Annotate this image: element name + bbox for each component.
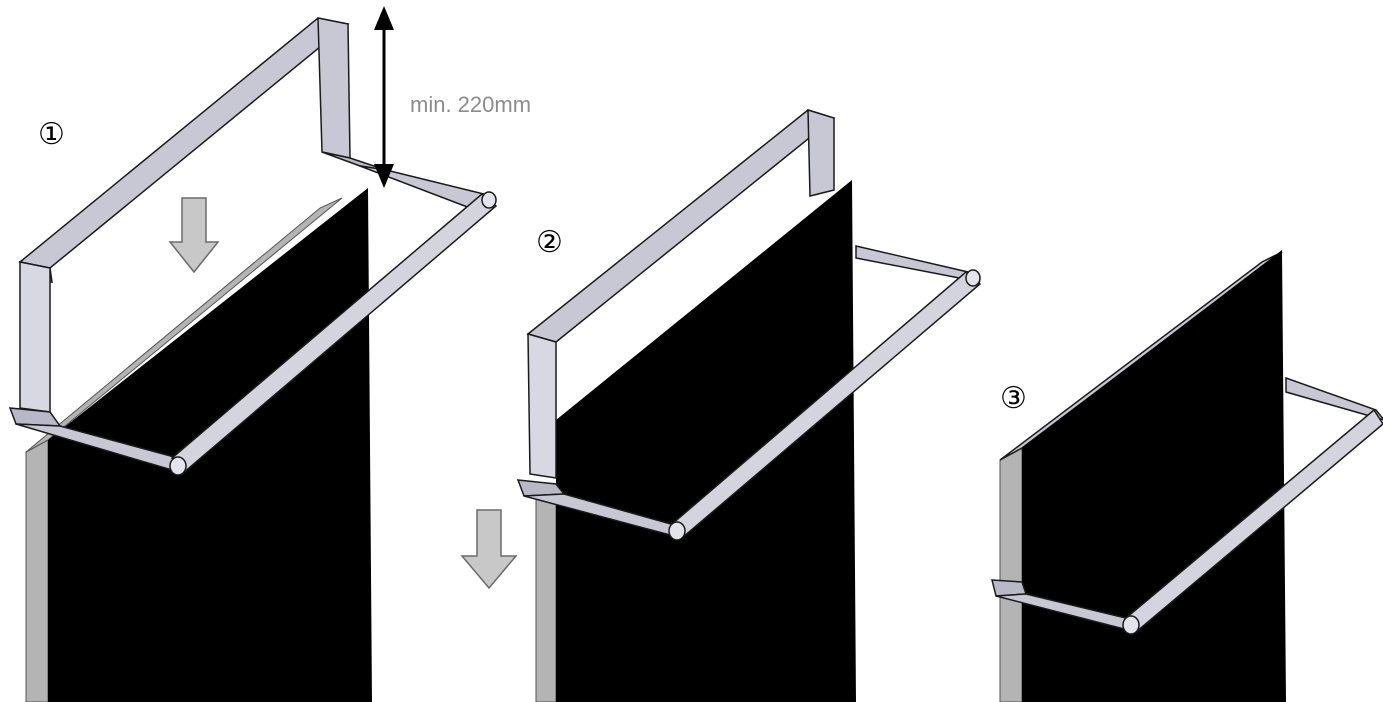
- step-1-number: ①: [38, 117, 65, 152]
- panel-3-side-edge: [999, 447, 1023, 702]
- panel-2: [556, 180, 856, 702]
- step-3-assembly: ③: [991, 250, 1383, 702]
- rail-2-right-post: [807, 108, 835, 197]
- step-2-number: ②: [536, 225, 563, 260]
- step-2-assembly: ②: [460, 108, 982, 702]
- dimension-label: min. 220mm: [410, 92, 531, 117]
- rail-2-left-post: [527, 333, 557, 479]
- double-arrow-icon: [374, 6, 394, 188]
- panel-1-top-edge: [25, 197, 343, 453]
- down-arrow-icon: [460, 509, 518, 590]
- step-1-assembly: min. 220mm ①: [8, 6, 531, 702]
- panel-2-side-edge: [535, 487, 557, 702]
- rail-1-left-post: [19, 261, 51, 413]
- panel-3: [1022, 250, 1286, 702]
- panel-1-side-edge: [25, 439, 49, 702]
- down-arrow-icon: [168, 197, 220, 274]
- step-3-number: ③: [1000, 381, 1027, 416]
- rail-1-right-post: [317, 17, 351, 159]
